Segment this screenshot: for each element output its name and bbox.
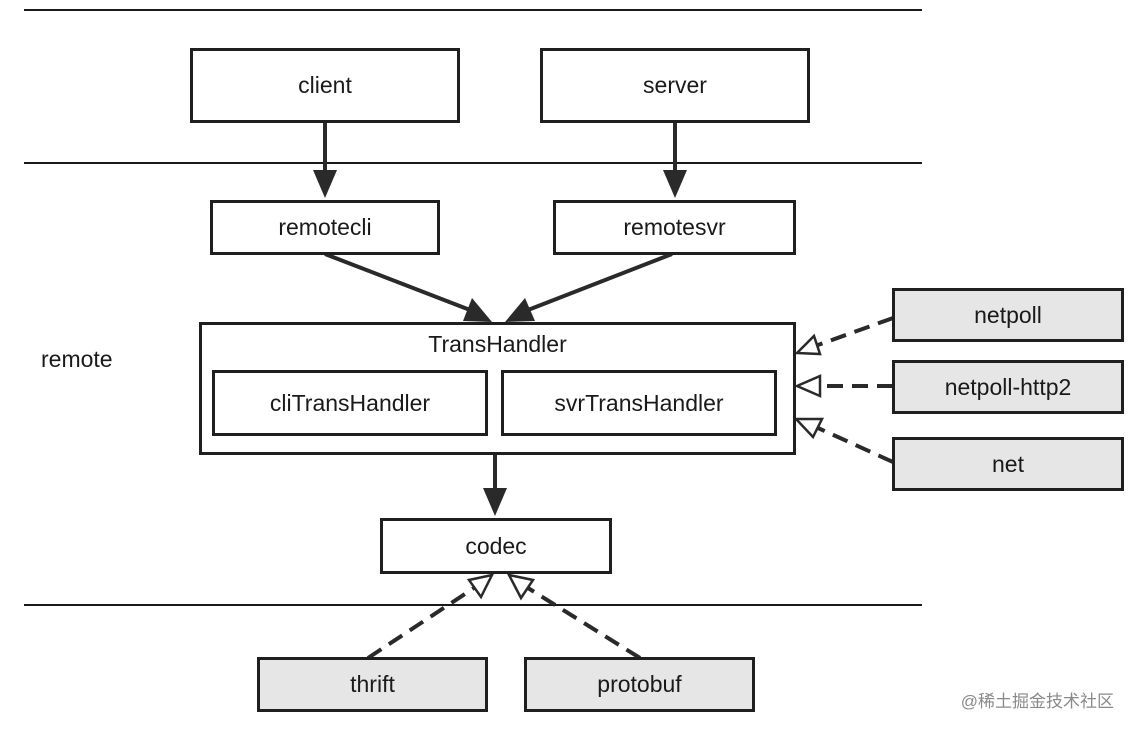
edge-protobuf-codec [506, 573, 642, 660]
watermark: @稀土掘金技术社区 [960, 692, 1114, 711]
layer-label-remote: remote [41, 346, 113, 372]
layer-divider-top [24, 9, 922, 11]
node-net: net [892, 437, 1124, 491]
edge-transhandler-codec [483, 455, 507, 516]
edge-thrift-codec [366, 573, 495, 660]
node-remotesvr: remotesvr [553, 200, 796, 255]
node-netpoll: netpoll [892, 288, 1124, 342]
edge-remotecli-transhandler [324, 252, 492, 322]
edge-netpoll-transhandler [794, 316, 894, 356]
node-clitranshandler: cliTransHandler [212, 370, 488, 436]
edge-server-remotesvr [663, 122, 687, 198]
node-client: client [190, 48, 460, 123]
transhandler-title: TransHandler [428, 331, 567, 357]
node-netpoll-http2: netpoll-http2 [892, 360, 1124, 414]
node-codec: codec [380, 518, 612, 574]
edge-client-remotecli [313, 122, 337, 198]
node-thrift: thrift [257, 657, 488, 712]
layer-divider-lower [24, 604, 922, 606]
edge-remotesvr-transhandler [505, 252, 673, 322]
node-svrtranshandler: svrTransHandler [501, 370, 777, 436]
node-protobuf: protobuf [524, 657, 755, 712]
layer-divider-upper [24, 162, 922, 164]
node-server: server [540, 48, 810, 123]
edge-netpollhttp2-transhandler [793, 374, 893, 398]
node-remotecli: remotecli [210, 200, 440, 255]
edge-net-transhandler [793, 417, 894, 464]
